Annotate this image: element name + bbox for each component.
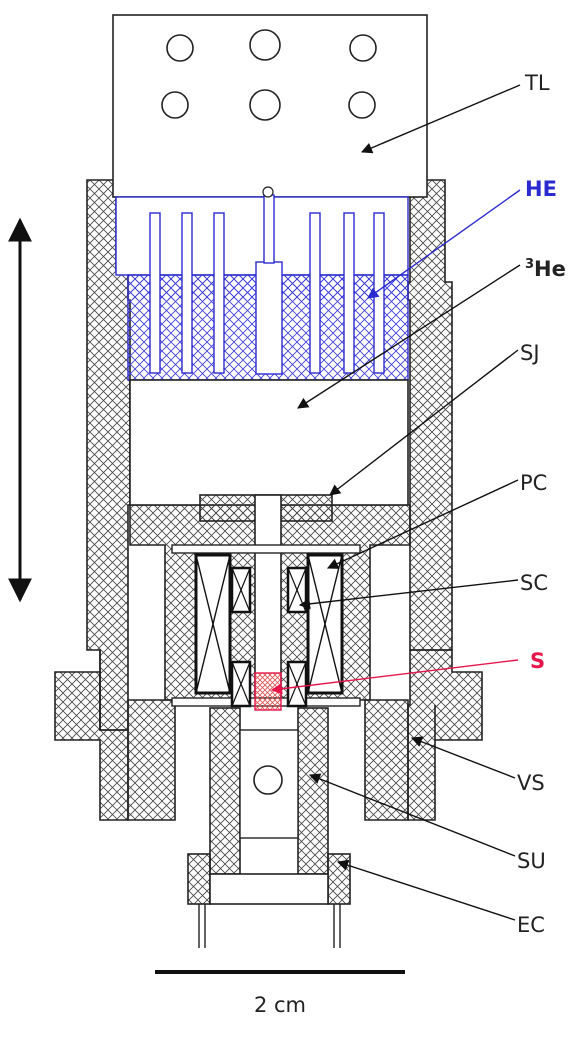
label-he: HE [525,177,557,201]
label-su: SU [517,849,546,873]
top-block [112,14,428,198]
label-s: S [530,649,545,673]
secondary-coils [230,566,308,708]
label-ec: EC [517,913,545,937]
label-vs: VS [517,771,545,795]
pickup-coils [194,553,344,695]
support [209,707,329,875]
scale-bar-label: 2 cm [254,993,306,1017]
label-tl: TL [524,71,550,95]
label-he3: 3He [525,257,566,281]
heat-exchanger [115,186,409,381]
label-sc: SC [520,571,548,595]
label-he3-main: He [534,257,566,281]
label-sj: SJ [520,341,540,365]
label-he3-sup: 3 [525,257,534,272]
label-pc: PC [520,471,547,495]
sample [254,672,282,711]
leader-lines [270,84,521,921]
he3-chamber [129,379,409,506]
